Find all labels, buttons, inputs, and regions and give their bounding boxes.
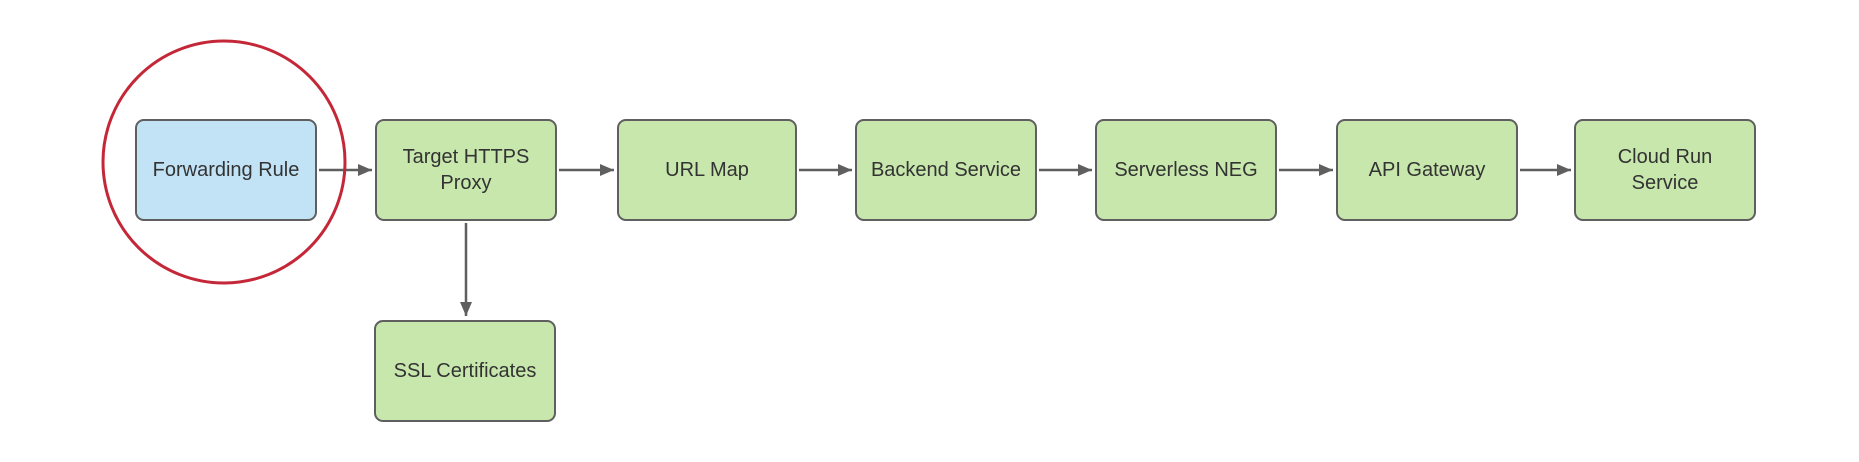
node-label-backend-service: Backend Service <box>870 159 1022 181</box>
node-url-map[interactable]: URL Map <box>617 119 797 221</box>
node-backend-service[interactable]: Backend Service <box>855 119 1037 221</box>
node-cloud-run-service[interactable]: Cloud Run Service <box>1574 119 1756 221</box>
node-label-api-gateway: API Gateway <box>1368 159 1486 181</box>
node-label-ssl-certificates: SSL Certificates <box>393 360 537 382</box>
node-target-https-proxy[interactable]: Target HTTPS Proxy <box>375 119 557 221</box>
node-label-forwarding-rule: Forwarding Rule <box>152 159 300 181</box>
node-api-gateway[interactable]: API Gateway <box>1336 119 1518 221</box>
node-label-url-map: URL Map <box>665 159 749 181</box>
node-serverless-neg[interactable]: Serverless NEG <box>1095 119 1277 221</box>
node-label-cloud-run-service: Cloud Run Service <box>1617 146 1713 194</box>
node-ssl-certificates[interactable]: SSL Certificates <box>374 320 556 422</box>
node-forwarding-rule[interactable]: Forwarding Rule <box>135 119 317 221</box>
node-label-target-https-proxy: Target HTTPS Proxy <box>402 146 530 194</box>
node-label-serverless-neg: Serverless NEG <box>1114 159 1258 181</box>
